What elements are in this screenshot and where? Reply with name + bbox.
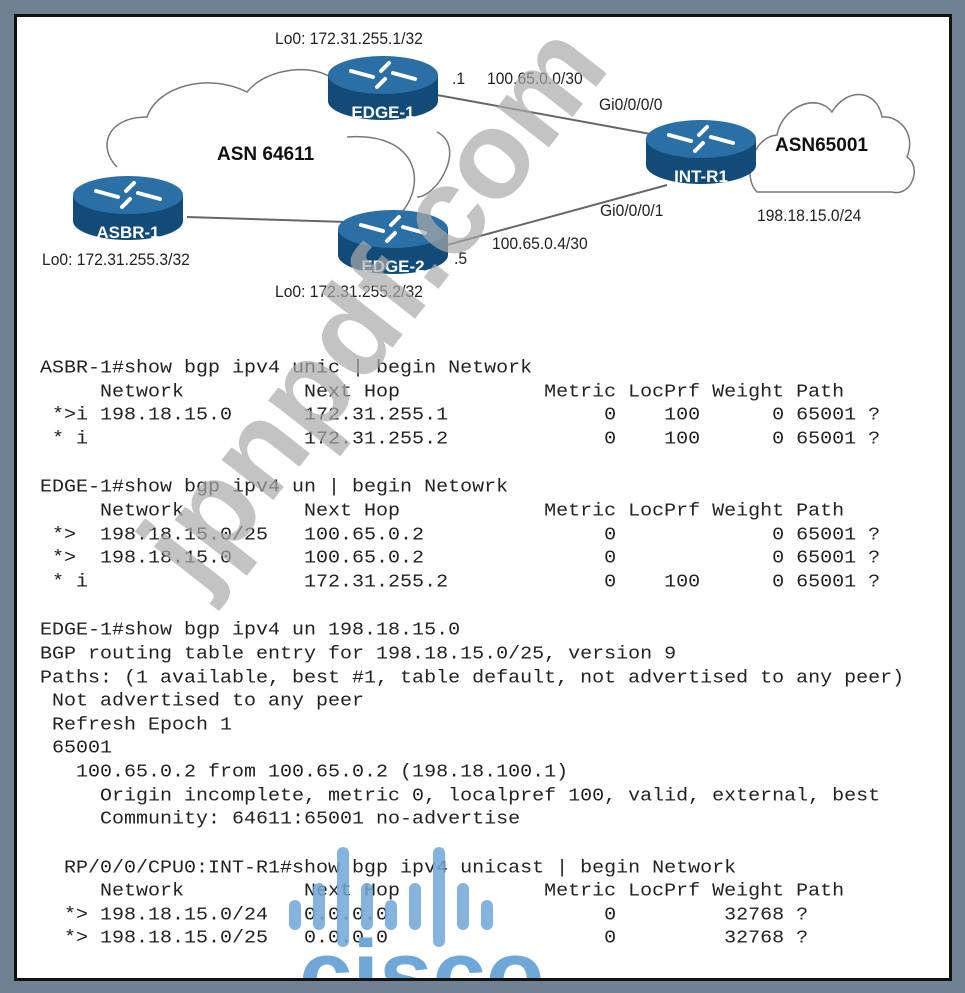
- cli-line: *>i 198.18.15.0 172.31.255.1 0 100 0 650…: [40, 405, 881, 427]
- cli-line: BGP routing table entry for 198.18.15.0/…: [40, 643, 677, 666]
- cli-line: * i 172.31.255.2 0 100 0 65001 ?: [40, 571, 881, 593]
- cli-line: Not advertised to any peer: [40, 691, 365, 713]
- cli-line: *> 198.18.15.0/25 100.65.0.2 0 0 65001 ?: [40, 524, 881, 546]
- cli-line: *> 198.18.15.0/25 0.0.0.0 0 32768 ?: [40, 928, 809, 950]
- asbr-1-bgp-table: ASBR-1#show bgp ipv4 unic | begin Networ…: [40, 357, 904, 451]
- asn-left-label: ASN 64611: [217, 144, 315, 165]
- cli-line: *> 198.18.15.0/24 0.0.0.0 0 32768 ?: [40, 904, 809, 926]
- cli-line: EDGE-1#show bgp ipv4 un 198.18.15.0: [40, 620, 461, 642]
- asn-65001-cloud: [749, 93, 915, 194]
- int-r1-bgp-table: RP/0/0/CPU0:INT-R1#show bgp ipv4 unicast…: [40, 857, 904, 951]
- cli-line: Network Next Hop Metric LocPrf Weight Pa…: [40, 881, 845, 903]
- edge-2-iface: .5: [454, 249, 468, 268]
- int-r1-name: INT-R1: [674, 167, 728, 186]
- cli-line: Origin incomplete, metric 0, localpref 1…: [40, 785, 881, 807]
- cli-line: 100.65.0.2 from 100.65.0.2 (198.18.100.1…: [40, 761, 569, 784]
- cli-line: * i 172.31.255.2 0 100 0 65001 ?: [40, 428, 881, 450]
- edge-1-iface: .1: [452, 69, 466, 88]
- edge-1-bgp-table: EDGE-1#show bgp ipv4 un | begin Netowrk …: [40, 476, 904, 594]
- edge-2-name: EDGE-2: [361, 257, 425, 276]
- int-r1-prefix: 198.18.15.0/24: [757, 206, 862, 225]
- asbr-1-loopback: Lo0: 172.31.255.3/32: [42, 250, 190, 269]
- int-r1-gi0: Gi0/0/0/0: [599, 95, 663, 114]
- link-top-subnet: 100.65.0.0/30: [487, 69, 583, 88]
- cli-line: EDGE-1#show bgp ipv4 un | begin Netowrk: [40, 477, 509, 499]
- int-r1-gi1: Gi0/0/0/1: [600, 201, 664, 220]
- edge-1-loopback: Lo0: 172.31.255.1/32: [275, 29, 423, 48]
- network-diagram: [71, 54, 915, 276]
- cli-output: ASBR-1#show bgp ipv4 unic | begin Networ…: [40, 357, 904, 951]
- cli-line: 65001: [40, 738, 113, 760]
- asn-right-label: ASN65001: [775, 135, 868, 156]
- edge-1-bgp-entry: EDGE-1#show bgp ipv4 un 198.18.15.0 BGP …: [40, 619, 904, 831]
- link-bottom-subnet: 100.65.0.4/30: [492, 234, 588, 253]
- cli-line: Paths: (1 available, best #1, table defa…: [40, 667, 905, 689]
- edge-1-name: EDGE-1: [351, 103, 415, 122]
- exhibit-frame: EDGE-1 ASBR-1 EDGE-2 INT-R1 Lo0: 172.31.…: [14, 14, 952, 981]
- cli-line: ASBR-1#show bgp ipv4 unic | begin Networ…: [40, 357, 533, 380]
- cli-line: *> 198.18.15.0 100.65.0.2 0 0 65001 ?: [40, 548, 881, 570]
- edge-2-loopback: Lo0: 172.31.255.2/32: [275, 282, 423, 301]
- cli-line: Network Next Hop Metric LocPrf Weight Pa…: [40, 500, 845, 523]
- cli-line: Network Next Hop Metric LocPrf Weight Pa…: [40, 381, 845, 403]
- cli-line: Refresh Epoch 1: [40, 714, 233, 736]
- cli-line: RP/0/0/CPU0:INT-R1#show bgp ipv4 unicast…: [40, 857, 737, 879]
- asbr-1-name: ASBR-1: [96, 223, 160, 242]
- cli-line: Community: 64611:65001 no-advertise: [40, 809, 521, 831]
